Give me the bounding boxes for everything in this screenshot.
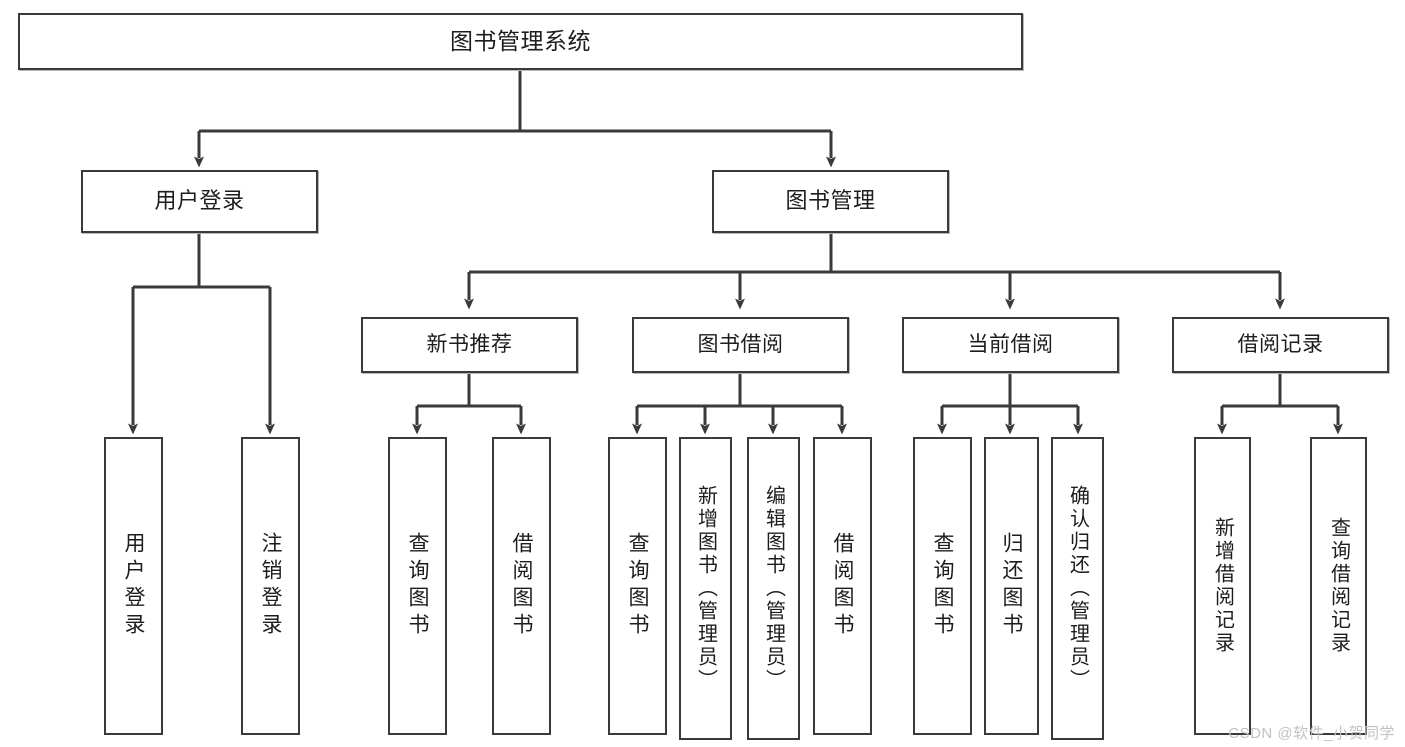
node-label: 图书管理 <box>785 188 876 214</box>
leaf-query-borrow-record[interactable]: 查询借阅记录 <box>1310 437 1367 735</box>
node-label: 查询图书 <box>406 532 429 640</box>
node-label: 注销登录 <box>259 532 282 640</box>
node-label: 新增图书（管理员） <box>694 485 717 692</box>
node-new-book-recommend[interactable]: 新书推荐 <box>361 317 578 373</box>
node-label: 编辑图书（管理员） <box>762 485 785 692</box>
node-label: 查询借阅记录 <box>1327 517 1350 655</box>
node-label: 归还图书 <box>1000 532 1023 640</box>
node-label: 图书借阅 <box>697 333 784 357</box>
node-root-library-system[interactable]: 图书管理系统 <box>18 13 1023 70</box>
node-label: 新书推荐 <box>426 333 513 357</box>
node-label: 借阅记录 <box>1237 333 1324 357</box>
watermark: CSDN @软件_小贺同学 <box>1228 725 1395 742</box>
node-label: 当前借阅 <box>967 333 1054 357</box>
leaf-borrow-book[interactable]: 借阅图书 <box>813 437 872 735</box>
leaf-confirm-return-admin[interactable]: 确认归还（管理员） <box>1051 437 1104 740</box>
node-user-login[interactable]: 用户登录 <box>81 170 318 233</box>
node-label: 用户登录 <box>122 532 145 640</box>
node-label: 查询图书 <box>931 532 954 640</box>
node-label: 借阅图书 <box>510 532 533 640</box>
node-label: 图书管理系统 <box>450 27 591 54</box>
leaf-edit-book-admin[interactable]: 编辑图书（管理员） <box>747 437 800 740</box>
leaf-user-login[interactable]: 用户登录 <box>104 437 163 735</box>
node-label: 新增借阅记录 <box>1211 517 1234 655</box>
node-book-borrow[interactable]: 图书借阅 <box>632 317 849 373</box>
leaf-borrow-book-recommend[interactable]: 借阅图书 <box>492 437 551 735</box>
leaf-query-book-recommend[interactable]: 查询图书 <box>388 437 447 735</box>
leaf-return-book[interactable]: 归还图书 <box>984 437 1039 735</box>
leaf-logout[interactable]: 注销登录 <box>241 437 300 735</box>
node-label: 借阅图书 <box>831 532 854 640</box>
leaf-add-borrow-record[interactable]: 新增借阅记录 <box>1194 437 1251 735</box>
leaf-query-book-current[interactable]: 查询图书 <box>913 437 972 735</box>
node-book-management[interactable]: 图书管理 <box>712 170 949 233</box>
node-label: 确认归还（管理员） <box>1066 485 1089 692</box>
leaf-query-book-borrow[interactable]: 查询图书 <box>608 437 667 735</box>
node-label: 查询图书 <box>626 532 649 640</box>
node-borrow-record[interactable]: 借阅记录 <box>1172 317 1389 373</box>
node-current-borrow[interactable]: 当前借阅 <box>902 317 1119 373</box>
leaf-add-book-admin[interactable]: 新增图书（管理员） <box>679 437 732 740</box>
node-label: 用户登录 <box>154 188 245 214</box>
